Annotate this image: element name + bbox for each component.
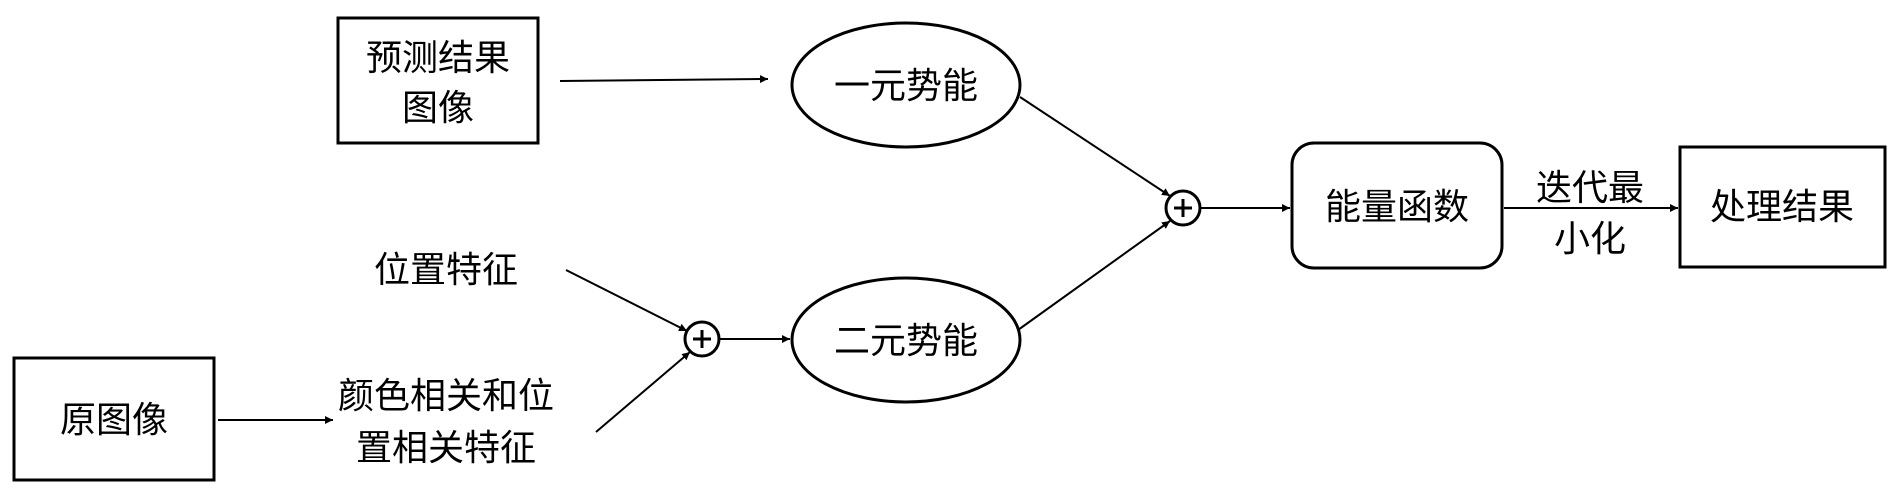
edge-unary-to-sum (1019, 96, 1171, 197)
edge-position-to-sum (565, 269, 688, 332)
original-image-label: 原图像 (60, 400, 168, 441)
unary-potential-label: 一元势能 (834, 66, 978, 107)
edge-pairwise-to-sum (1017, 220, 1171, 331)
energy-function-box: 能量函数 (1290, 141, 1504, 270)
processing-result-label: 处理结果 (1710, 187, 1854, 228)
energy-function-label: 能量函数 (1325, 187, 1469, 228)
predicted-image-label-line2: 图像 (402, 88, 474, 129)
pairwise-potential-label: 二元势能 (834, 321, 978, 362)
position-feature-label: 位置特征 (374, 250, 518, 291)
sum-junction-upper (1164, 189, 1202, 227)
color-position-feature-line2: 置相关特征 (356, 428, 536, 469)
predicted-image-box: 预测结果 图像 (336, 16, 540, 145)
pairwise-potential-node: 二元势能 (790, 276, 1022, 404)
iterative-minimization-line2: 小化 (1554, 219, 1626, 260)
predicted-image-label-line1: 预测结果 (366, 38, 510, 79)
edge-predicted-to-unary (559, 75, 769, 84)
sum-junction-lower (683, 320, 721, 358)
processing-result-box: 处理结果 (1678, 145, 1887, 269)
iterative-minimization-line1: 迭代最 (1536, 168, 1644, 209)
unary-potential-node: 一元势能 (790, 21, 1022, 149)
original-image-box: 原图像 (12, 356, 216, 482)
edge-color-to-sum (595, 351, 691, 433)
color-position-feature-line1: 颜色相关和位 (338, 376, 554, 417)
